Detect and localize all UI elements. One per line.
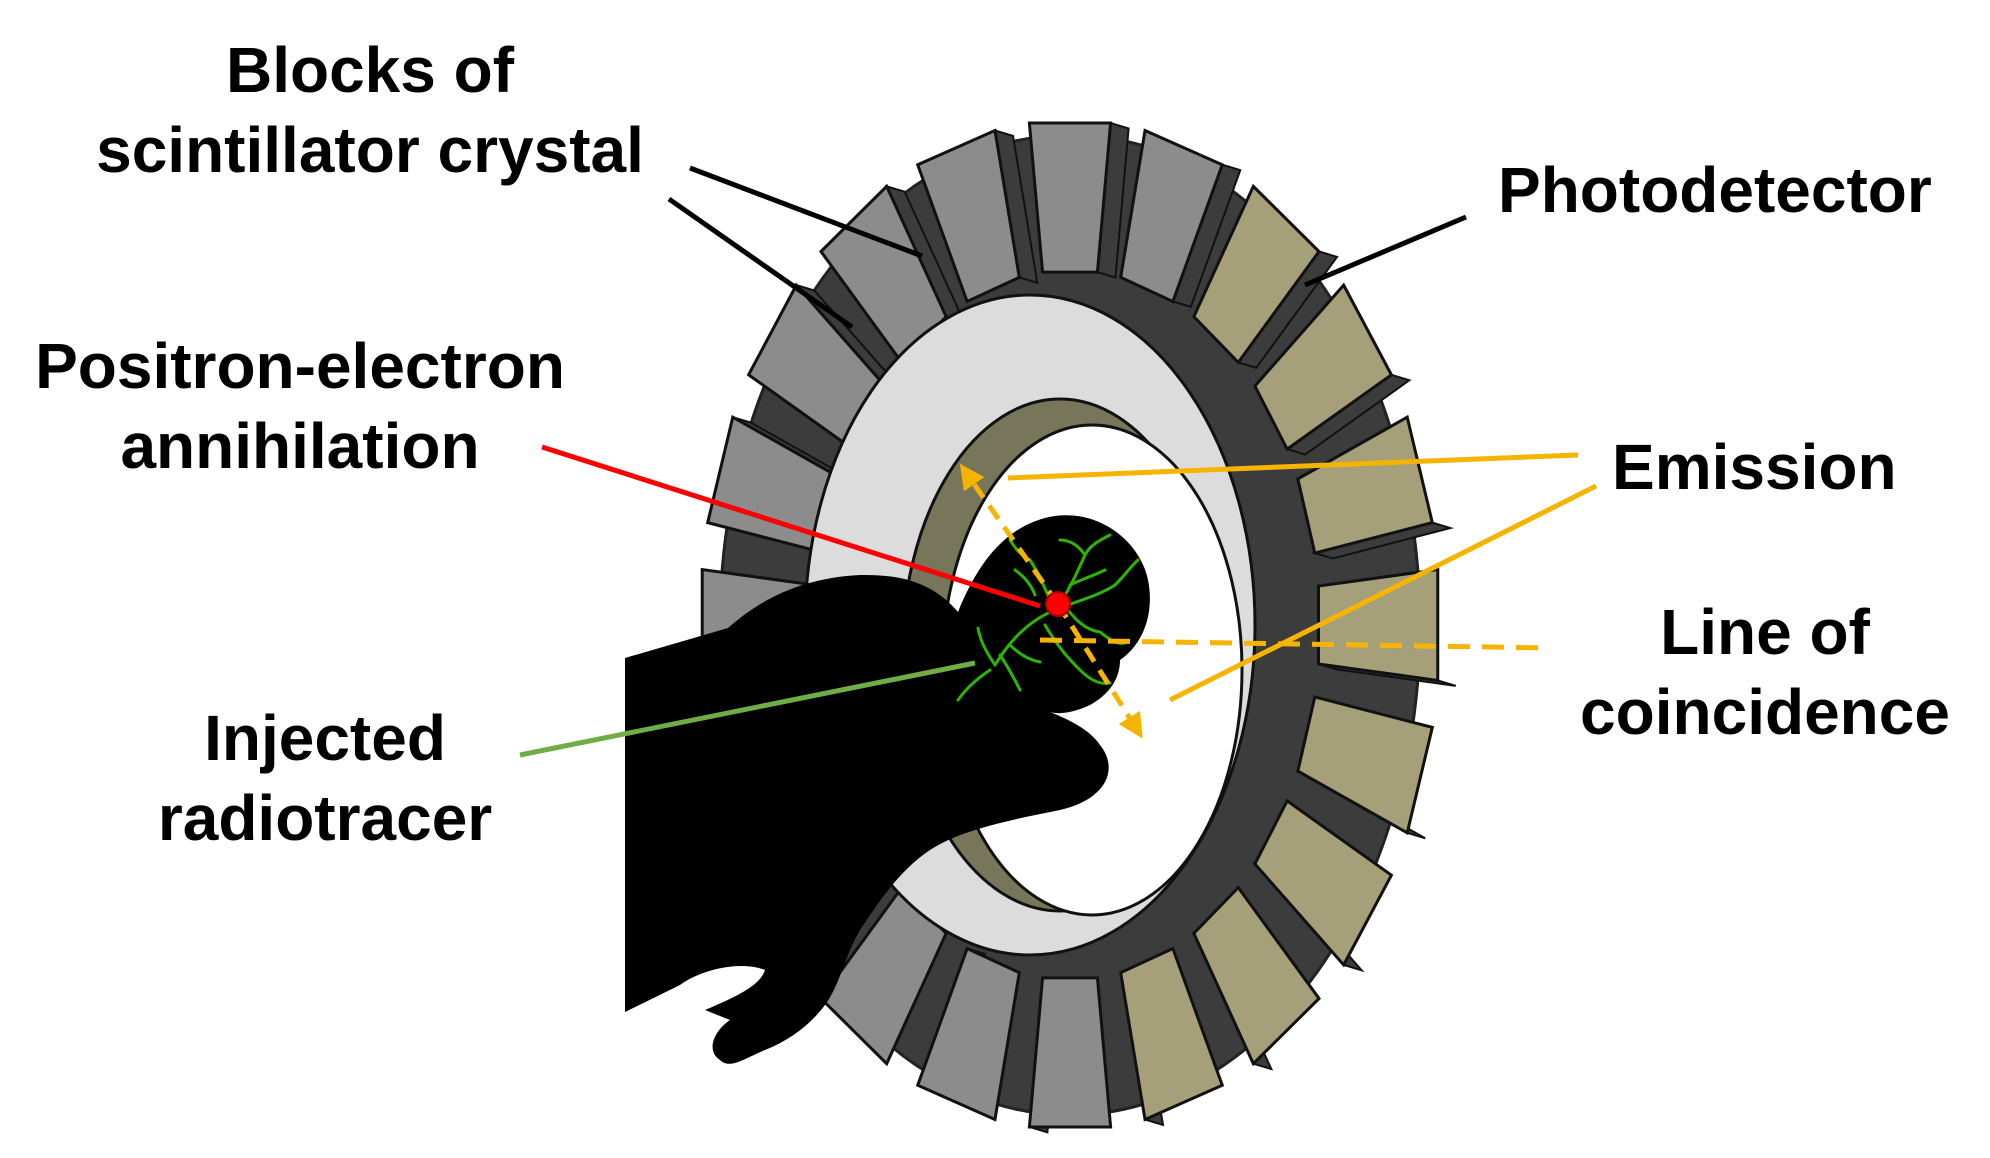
radiotracer-pointer [519, 660, 976, 758]
photodetector-block [1253, 798, 1394, 968]
label-radiotracer-line2: radiotracer [157, 782, 493, 854]
label-emission: Emission [1612, 427, 1897, 507]
photodetector-block [1253, 282, 1394, 452]
label-coincidence-line2: coincidence [1580, 676, 1950, 748]
scintillator-crystal-block [1027, 121, 1113, 274]
photodetector-block [1192, 183, 1321, 365]
label-annihilation-line1: Positron-electron [35, 330, 565, 402]
scintillator-crystal-block [1027, 976, 1113, 1129]
photodetector-block [1119, 946, 1225, 1122]
label-annihilation-line2: annihilation [120, 410, 480, 482]
scintillator-crystal-block [915, 128, 1021, 304]
photodetector-block [1316, 567, 1440, 683]
label-emission-text: Emission [1612, 431, 1897, 503]
label-radiotracer-line1: Injected [204, 702, 446, 774]
label-photodetector-text: Photodetector [1498, 154, 1932, 226]
label-scintillator-blocks-line1: Blocks of [225, 34, 515, 106]
emission-pointer-lower [1168, 483, 1598, 703]
emission-arrow-upper [959, 463, 1061, 606]
scintillator-crystal-block [915, 946, 1021, 1122]
label-photodetector: Photodetector [1498, 150, 1932, 230]
label-coincidence-line1: Line of [1660, 596, 1870, 668]
annihilation-pointer [541, 444, 1041, 609]
crystal-pointer-lower [667, 196, 854, 330]
emission-pointer-upper [1007, 452, 1579, 481]
crystal-pointer-upper [689, 165, 923, 259]
label-annihilation: Positron-electron annihilation [20, 326, 580, 486]
photodetector-pointer [1304, 214, 1467, 288]
scintillator-crystal-block [1119, 128, 1225, 304]
label-scintillator-blocks: Blocks of scintillator crystal [90, 30, 650, 190]
label-scintillator-blocks-line2: scintillator crystal [96, 114, 644, 186]
label-coincidence: Line of coincidence [1570, 592, 1960, 752]
coincidence-line [1039, 637, 1551, 651]
photodetector-block [1296, 695, 1435, 836]
photodetector-block [1296, 414, 1435, 555]
photodetector-block [1192, 885, 1321, 1067]
annihilation-point [1045, 591, 1071, 617]
label-radiotracer: Injected radiotracer [125, 698, 525, 858]
